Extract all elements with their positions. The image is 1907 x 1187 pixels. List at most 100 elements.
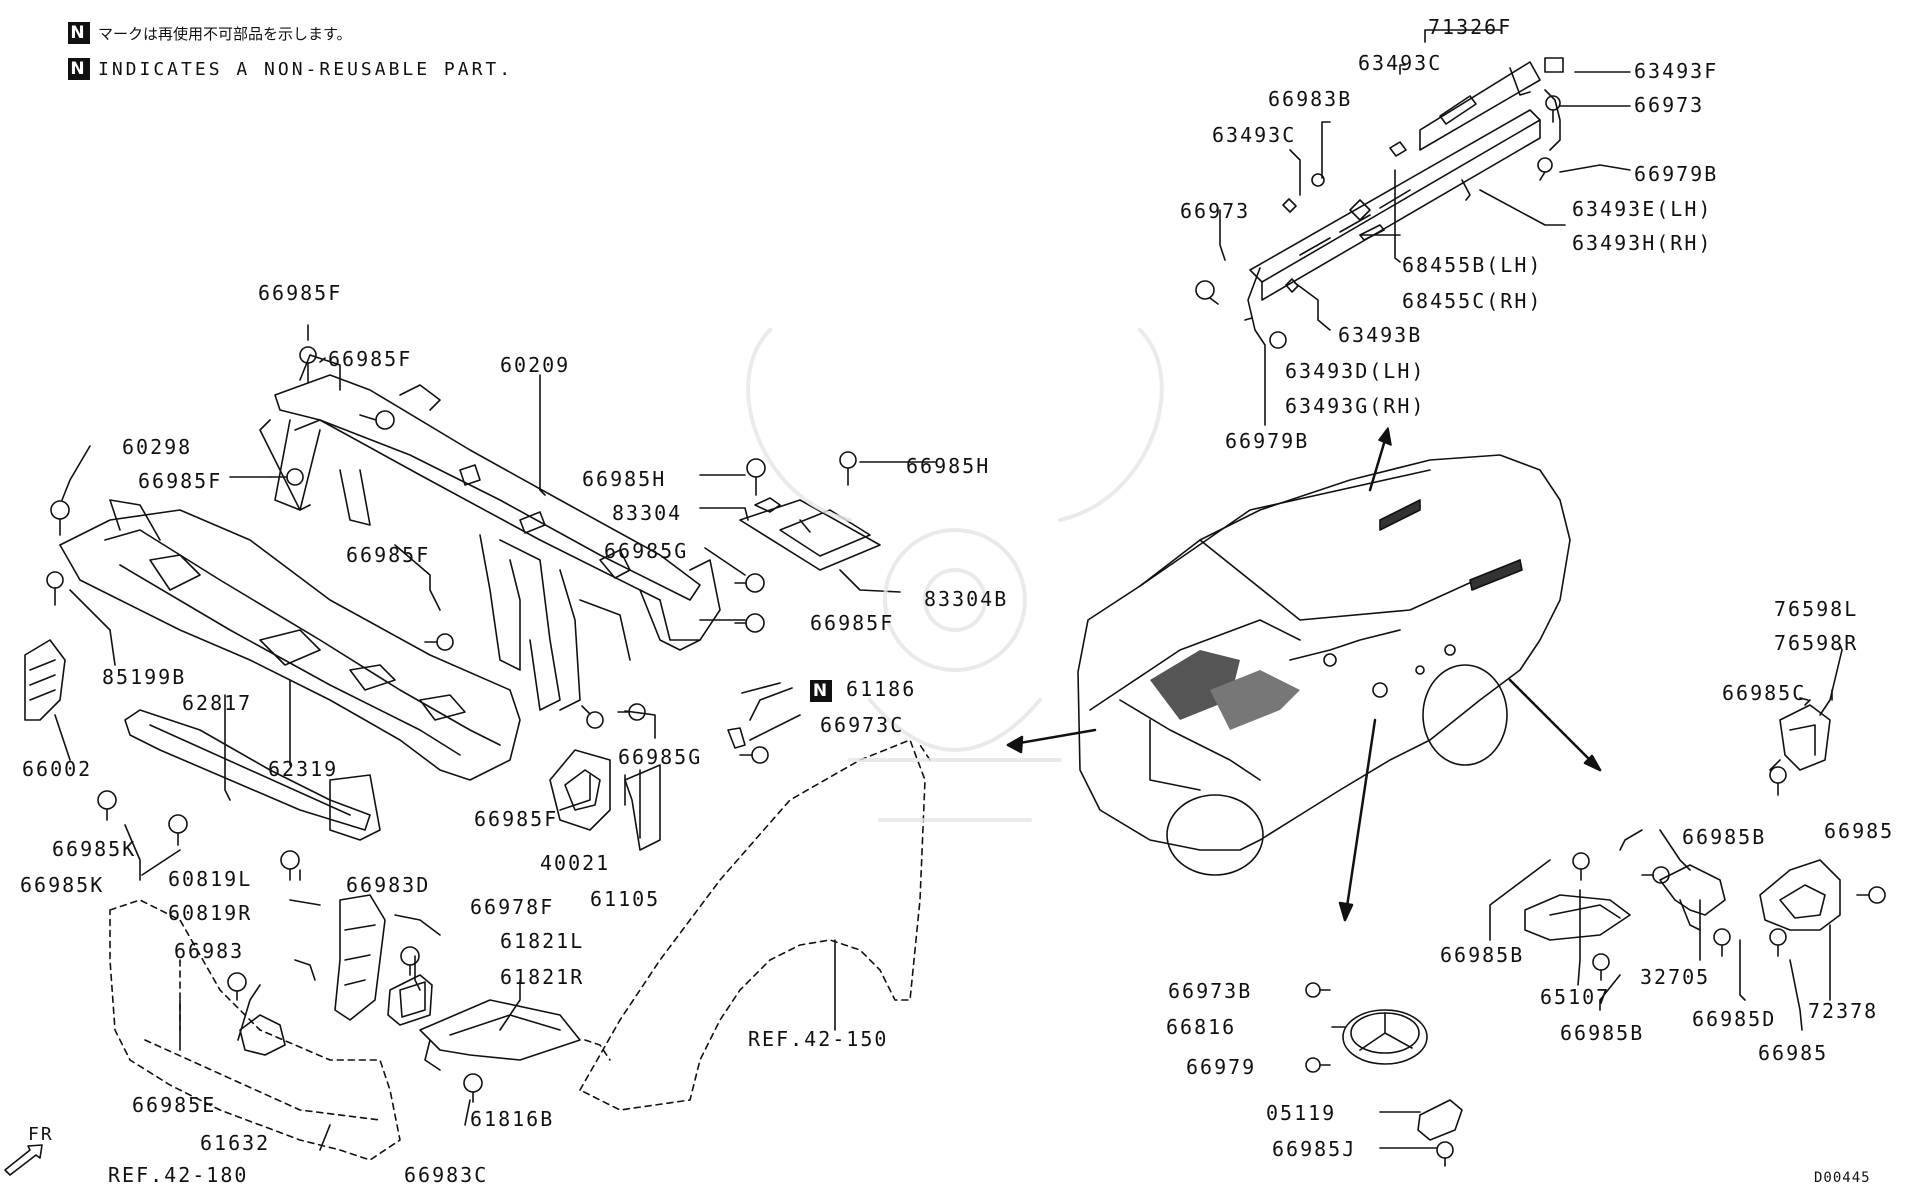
cross-member-60209 bbox=[259, 354, 721, 711]
sensor-65107 bbox=[1524, 894, 1631, 941]
part-label: 66985C bbox=[1722, 681, 1807, 705]
part-label: 66983C bbox=[404, 1163, 489, 1187]
part-label: 68455B(LH) bbox=[1402, 253, 1543, 277]
part-label: 05119 bbox=[1266, 1101, 1337, 1125]
note-en-text: INDICATES A NON-REUSABLE PART. bbox=[98, 58, 514, 80]
part-label: 66985 bbox=[1824, 819, 1895, 843]
front-direction-label: FR bbox=[28, 1124, 54, 1145]
part-label: 63493C bbox=[1358, 51, 1443, 75]
part-label: 66979B bbox=[1634, 162, 1719, 186]
bracket-83304 bbox=[739, 497, 881, 571]
part-label: 83304 bbox=[612, 501, 683, 525]
part-label: 66985F bbox=[138, 469, 223, 493]
part-label: 61816B bbox=[470, 1107, 555, 1131]
part-label: REF.42-150 bbox=[748, 1027, 889, 1051]
part-label: 66973C bbox=[820, 713, 905, 737]
part-label: 66985B bbox=[1560, 1021, 1645, 1045]
bolts-left bbox=[46, 346, 1886, 1167]
part-label: 66979B bbox=[1225, 429, 1310, 453]
bracket-61632 bbox=[239, 1014, 286, 1056]
part-label: 66973 bbox=[1634, 93, 1705, 117]
part-label: 66983B bbox=[1268, 87, 1353, 111]
part-label: 85199B bbox=[102, 665, 187, 689]
part-label: 40021 bbox=[540, 851, 611, 875]
note-jp: N マークは再使用不可部品を示します。 bbox=[68, 22, 352, 44]
fender-outline bbox=[579, 739, 931, 1111]
part-label: 66985B bbox=[1682, 825, 1767, 849]
diagram-code: D00445 bbox=[1814, 1170, 1871, 1186]
note-jp-text: マークは再使用不可部品を示します。 bbox=[98, 24, 352, 43]
part-label: 62319 bbox=[268, 757, 339, 781]
part-label: 68455C(RH) bbox=[1402, 289, 1543, 313]
part-label: 66978F bbox=[470, 895, 555, 919]
front-arrow-icon bbox=[4, 1144, 43, 1176]
leader-lines-center bbox=[54, 324, 936, 1151]
part-label: 66983D bbox=[346, 873, 431, 897]
part-label: 61186 bbox=[846, 677, 917, 701]
part-label: 60819R bbox=[168, 901, 253, 925]
note-en: N INDICATES A NON-REUSABLE PART. bbox=[68, 58, 513, 80]
part-label: 72378 bbox=[1808, 999, 1879, 1023]
part-label: 66983 bbox=[174, 939, 245, 963]
bracket-32705 bbox=[1659, 864, 1726, 931]
gasket-40021 bbox=[549, 749, 611, 831]
part-label: 66985B bbox=[1440, 943, 1525, 967]
part-label: 76598R bbox=[1774, 631, 1859, 655]
part-label: 63493C bbox=[1212, 123, 1297, 147]
part-label: N 61186 bbox=[810, 678, 916, 702]
roof-clips bbox=[1195, 95, 1561, 349]
part-label: 63493F bbox=[1634, 59, 1719, 83]
part-label: 66985K bbox=[52, 837, 137, 861]
part-label: 63493B bbox=[1338, 323, 1423, 347]
part-label: 66985F bbox=[258, 281, 343, 305]
non-reusable-badge: N bbox=[68, 58, 90, 80]
bracket-61821 bbox=[387, 974, 433, 1026]
part-label: 66985F bbox=[474, 807, 559, 831]
cap-66816 bbox=[1331, 1009, 1428, 1065]
part-label: 61105 bbox=[590, 887, 661, 911]
part-label: 61821R bbox=[500, 965, 585, 989]
part-label: 63493D(LH) bbox=[1285, 359, 1426, 383]
non-reusable-badge: N bbox=[810, 679, 832, 702]
part-label: 66816 bbox=[1166, 1015, 1237, 1039]
part-label: 66985F bbox=[346, 543, 431, 567]
seal-61105 bbox=[624, 764, 661, 851]
part-label: 66985F bbox=[328, 347, 413, 371]
part-label: 66985 bbox=[1758, 1041, 1829, 1065]
bracket-05119 bbox=[1379, 1099, 1463, 1149]
part-label: 66973B bbox=[1168, 979, 1253, 1003]
part-label: 32705 bbox=[1640, 965, 1711, 989]
bracket-60819 bbox=[334, 894, 386, 1021]
watermark-emblem bbox=[746, 328, 1164, 822]
bumper-outline bbox=[109, 899, 401, 1161]
part-label: 65107 bbox=[1540, 985, 1611, 1009]
part-label: 60819L bbox=[168, 867, 253, 891]
part-label: 61821L bbox=[500, 929, 585, 953]
part-label: 63493E(LH) bbox=[1572, 197, 1713, 221]
non-reusable-badge: N bbox=[68, 22, 90, 44]
part-label: 63493H(RH) bbox=[1572, 231, 1713, 255]
part-label: 66985H bbox=[906, 454, 991, 478]
part-label: 66973 bbox=[1180, 199, 1251, 223]
bracket-85199B bbox=[24, 639, 66, 721]
part-label: 66985G bbox=[618, 745, 703, 769]
part-label: 62817 bbox=[182, 691, 253, 715]
part-label: 60298 bbox=[122, 435, 193, 459]
part-label: 66985J bbox=[1272, 1137, 1357, 1161]
part-label: 76598L bbox=[1774, 597, 1859, 621]
grille-62817 bbox=[124, 709, 381, 841]
bracket-76598 bbox=[1769, 644, 1843, 771]
roof-leader-lines bbox=[1219, 29, 1631, 426]
part-label: 66002 bbox=[22, 757, 93, 781]
callout-arrows bbox=[1006, 678, 1602, 922]
part-label: 66985H bbox=[582, 467, 667, 491]
part-label: 83304B bbox=[924, 587, 1009, 611]
part-label: 66985E bbox=[132, 1093, 217, 1117]
part-label: 66979 bbox=[1186, 1055, 1257, 1079]
vehicle-outline bbox=[1077, 454, 1571, 876]
part-label: REF.42-180 bbox=[108, 1163, 249, 1187]
part-label: 66985G bbox=[604, 539, 689, 563]
part-label: 63493G(RH) bbox=[1285, 394, 1426, 418]
part-label: 66985F bbox=[810, 611, 895, 635]
